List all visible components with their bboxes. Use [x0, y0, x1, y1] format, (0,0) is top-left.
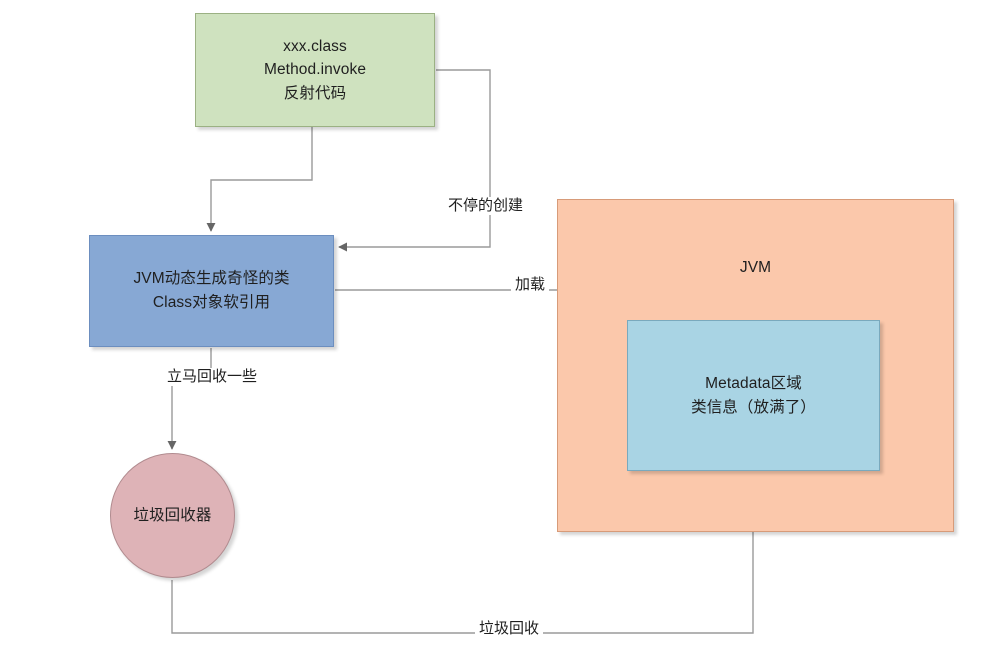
node-metadata-area[interactable]: Metadata区域 类信息（放满了）: [627, 320, 880, 471]
node-garbage-collector[interactable]: 垃圾回收器: [110, 453, 235, 578]
edge-label-load: 加载: [511, 276, 550, 294]
node-metadata-label: Metadata区域 类信息（放满了）: [691, 374, 816, 416]
node-reflection-label: xxx.class Method.invoke 反射代码: [263, 37, 367, 102]
edge-label-garbage-collection: 垃圾回收: [475, 620, 544, 638]
node-garbage-collector-label: 垃圾回收器: [133, 506, 212, 524]
edge-label-recycle-some: 立马回收一些: [163, 368, 262, 386]
edge-reflection-to-dynamic: [206, 127, 313, 232]
node-jvm-container-label: JVM: [739, 259, 772, 276]
node-reflection-code[interactable]: xxx.class Method.invoke 反射代码: [195, 13, 435, 127]
edge-label-keep-creating: 不停的创建: [444, 197, 528, 215]
node-jvm-dynamic-class[interactable]: JVM动态生成奇怪的类 Class对象软引用: [89, 235, 334, 347]
edge-dynamic-to-gc: [167, 348, 212, 450]
node-jvm-dynamic-label: JVM动态生成奇怪的类 Class对象软引用: [133, 270, 290, 311]
